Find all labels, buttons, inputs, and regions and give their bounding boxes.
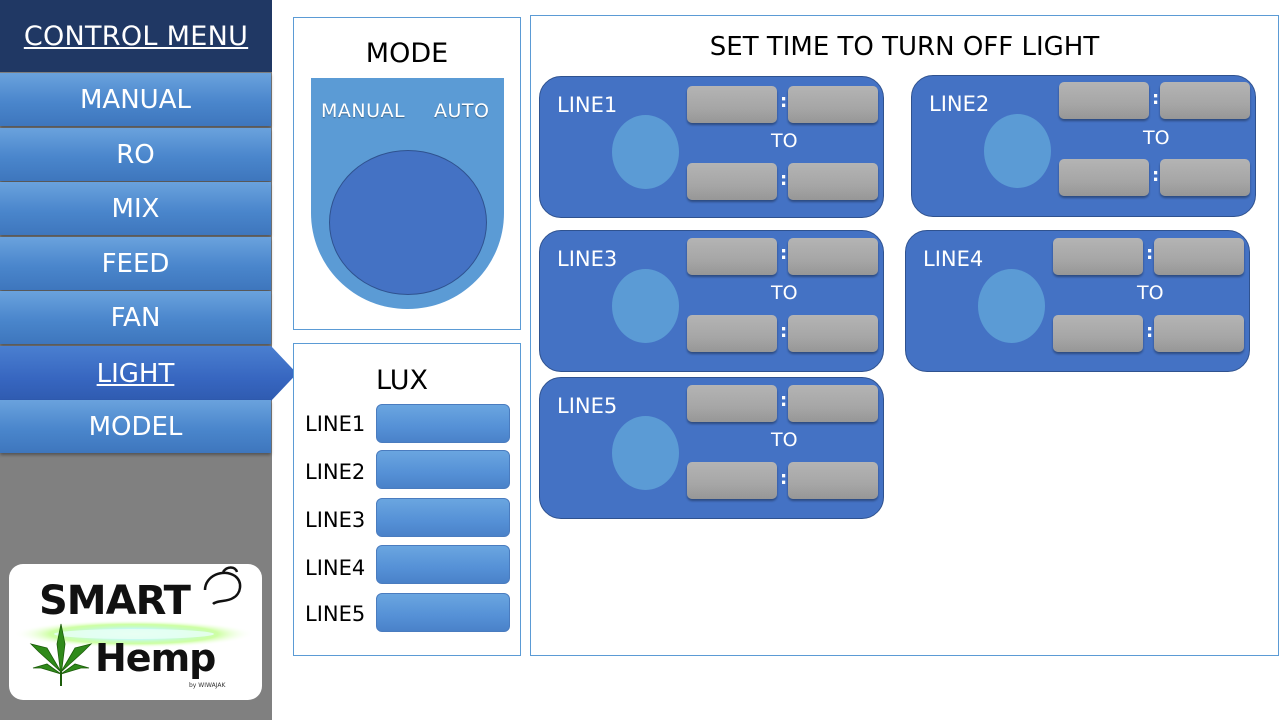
timer-line5-toggle[interactable] — [612, 416, 679, 490]
timer-line5-end-minute[interactable] — [788, 462, 878, 499]
timer-card-line2: LINE2 : TO : — [911, 75, 1256, 217]
lux-line5-label: LINE5 — [305, 602, 366, 626]
mode-panel: MODE MANUAL AUTO — [293, 17, 521, 330]
timer-line5-start-minute[interactable] — [788, 385, 878, 422]
logo-word-smart: SMART — [39, 578, 191, 624]
timer-line3-label: LINE3 — [557, 247, 618, 271]
timer-panel: SET TIME TO TURN OFF LIGHT LINE1 : TO : … — [530, 15, 1279, 656]
timer-line1-start-minute[interactable] — [788, 86, 878, 123]
timer-card-line1: LINE1 : TO : — [539, 76, 884, 218]
menu-item-model[interactable]: MODEL — [0, 400, 271, 453]
lux-line2-label: LINE2 — [305, 460, 366, 484]
smart-hemp-logo: SMART Hemp by WIWAJAK — [9, 564, 262, 700]
colon: : — [780, 91, 788, 112]
timer-line2-start-minute[interactable] — [1160, 82, 1250, 119]
lux-title: LUX — [376, 365, 428, 396]
menu-item-ro[interactable]: RO — [0, 128, 271, 181]
lux-line4-display[interactable] — [376, 545, 510, 584]
timer-line5-start-hour[interactable] — [687, 385, 777, 422]
colon: : — [1146, 321, 1154, 342]
colon: : — [1152, 165, 1160, 186]
timer-line1-to: TO — [771, 130, 798, 152]
lux-line5-display[interactable] — [376, 593, 510, 632]
mode-switch-knob[interactable] — [329, 150, 487, 295]
colon: : — [780, 321, 788, 342]
lux-panel: LUX LINE1 LINE2 LINE3 LINE4 LINE5 — [293, 343, 521, 656]
menu-item-manual[interactable]: MANUAL — [0, 73, 271, 126]
colon: : — [780, 468, 788, 489]
timer-line3-to: TO — [771, 282, 798, 304]
mode-auto-label: AUTO — [434, 100, 490, 122]
lux-line3-label: LINE3 — [305, 508, 366, 532]
timer-line4-label: LINE4 — [923, 247, 984, 271]
timer-card-line5: LINE5 : TO : — [539, 377, 884, 519]
timer-line2-label: LINE2 — [929, 92, 990, 116]
timer-line3-toggle[interactable] — [612, 269, 679, 343]
timer-line1-label: LINE1 — [557, 93, 618, 117]
mode-title: MODE — [365, 38, 449, 69]
timer-line2-to: TO — [1143, 127, 1170, 149]
timer-card-line4: LINE4 : TO : — [905, 230, 1250, 372]
timer-line1-end-hour[interactable] — [687, 163, 777, 200]
menu-item-fan[interactable]: FAN — [0, 291, 271, 344]
timer-line4-toggle[interactable] — [978, 269, 1045, 343]
menu-title: CONTROL MENU — [0, 0, 272, 72]
timer-line4-end-hour[interactable] — [1053, 315, 1143, 352]
timer-title: SET TIME TO TURN OFF LIGHT — [709, 32, 1100, 62]
timer-line5-end-hour[interactable] — [687, 462, 777, 499]
menu-item-feed[interactable]: FEED — [0, 237, 271, 290]
colon: : — [1146, 243, 1154, 264]
timer-line2-end-minute[interactable] — [1160, 159, 1250, 196]
mode-manual-label: MANUAL — [321, 100, 406, 122]
timer-line5-label: LINE5 — [557, 394, 618, 418]
timer-line3-start-hour[interactable] — [687, 238, 777, 275]
lux-line4-label: LINE4 — [305, 556, 366, 580]
logo-byline: by WIWAJAK — [189, 682, 226, 689]
colon: : — [1152, 88, 1160, 109]
timer-line4-start-minute[interactable] — [1154, 238, 1244, 275]
lux-line2-display[interactable] — [376, 450, 510, 489]
timer-card-line3: LINE3 : TO : — [539, 230, 884, 372]
timer-line4-start-hour[interactable] — [1053, 238, 1143, 275]
timer-line5-to: TO — [771, 429, 798, 451]
timer-line3-end-hour[interactable] — [687, 315, 777, 352]
timer-line3-end-minute[interactable] — [788, 315, 878, 352]
timer-line1-start-hour[interactable] — [687, 86, 777, 123]
logo-graphic — [14, 566, 254, 686]
menu-item-light[interactable]: LIGHT — [0, 346, 297, 401]
timer-line2-end-hour[interactable] — [1059, 159, 1149, 196]
timer-line3-start-minute[interactable] — [788, 238, 878, 275]
timer-line1-toggle[interactable] — [612, 115, 679, 189]
timer-line4-to: TO — [1137, 282, 1164, 304]
mode-selector[interactable]: MANUAL AUTO — [311, 78, 504, 309]
menu-item-light-label: LIGHT — [96, 358, 175, 389]
timer-line2-toggle[interactable] — [984, 114, 1051, 188]
logo-word-hemp: Hemp — [95, 636, 216, 680]
timer-line4-end-minute[interactable] — [1154, 315, 1244, 352]
lux-line1-display[interactable] — [376, 404, 510, 443]
sidebar: CONTROL MENU MANUAL RO MIX FEED FAN LIGH… — [0, 0, 297, 720]
timer-line2-start-hour[interactable] — [1059, 82, 1149, 119]
colon: : — [780, 243, 788, 264]
lux-line3-display[interactable] — [376, 498, 510, 537]
lux-line1-label: LINE1 — [305, 412, 366, 436]
timer-line1-end-minute[interactable] — [788, 163, 878, 200]
menu-item-mix[interactable]: MIX — [0, 182, 271, 235]
colon: : — [780, 390, 788, 411]
colon: : — [780, 169, 788, 190]
